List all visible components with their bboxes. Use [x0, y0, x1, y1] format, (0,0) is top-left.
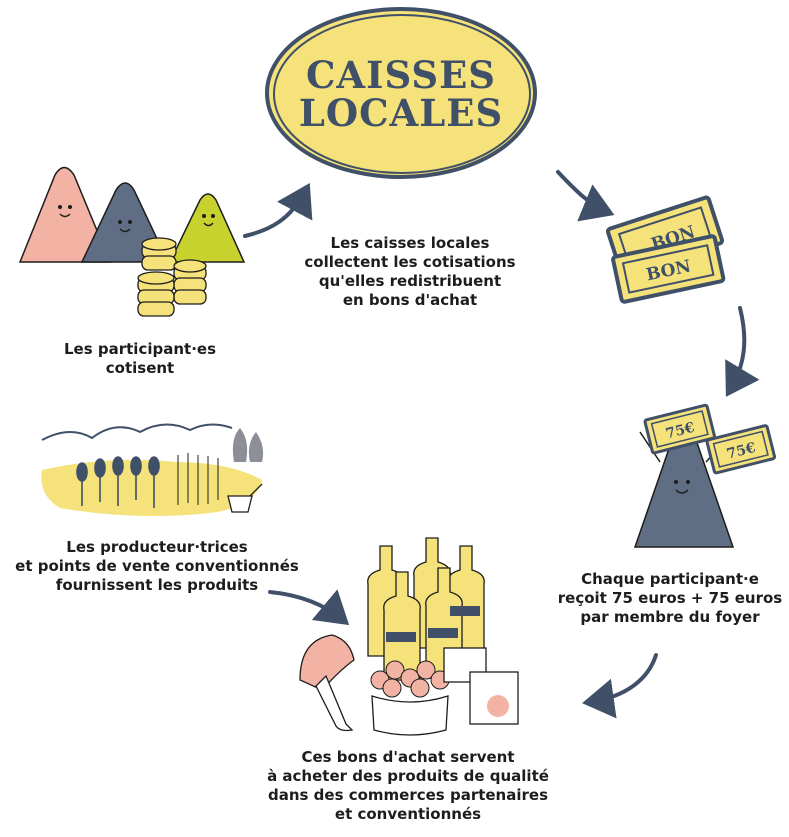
- caption-producteurs-line-1: Les producteur·trices: [66, 538, 248, 556]
- arrow-participant-to-produits: [582, 653, 658, 719]
- caption-achat-line-3: dans des commerces partenaires: [267, 786, 549, 804]
- title-line-1: CAISSES: [305, 53, 496, 97]
- vouchers-illustration: BON BON: [605, 195, 726, 304]
- products-illustration: [299, 537, 519, 736]
- character-lime: [168, 193, 246, 263]
- caption-participants-line-1: Les participant·es: [64, 340, 216, 358]
- caption-caisses: Les caisses locales collectent les cotis…: [292, 234, 528, 310]
- mushroom-cluster: [370, 660, 450, 698]
- producers-illustration: [41, 423, 264, 516]
- arrow-bons-to-participant: [725, 306, 760, 397]
- title-ellipse: [265, 7, 537, 179]
- caption-recoit-line-2: reçoit 75 euros + 75 euros: [557, 589, 783, 607]
- caption-participants-line-2: cotisent: [105, 359, 175, 377]
- caption-caisses-line-3: qu'elles redistribuent: [318, 272, 502, 290]
- mushroom-stem: [315, 674, 354, 732]
- participants-illustration: [18, 166, 246, 317]
- participant-receiving-illustration: 75€ 75€: [633, 403, 777, 548]
- voucher-amount-2: 75€: [725, 440, 757, 463]
- caption-caisses-line-2: collectent les cotisations: [304, 253, 516, 271]
- arrow-producteurs-to-produits: [268, 589, 350, 626]
- voucher-amount-1: 75€: [664, 420, 696, 443]
- title-badge: CAISSES LOCALES: [262, 4, 540, 182]
- caption-achat-line-4: et conventionnés: [334, 805, 482, 823]
- caption-producteurs: Les producteur·trices et points de vente…: [12, 538, 302, 595]
- caption-recoit-line-1: Chaque participant·e: [581, 570, 759, 588]
- caption-caisses-line-4: en bons d'achat: [342, 291, 478, 309]
- bottle-4: [383, 571, 421, 681]
- mushroom-cap: [299, 634, 355, 691]
- caption-producteurs-line-2: et points de vente conventionnés: [15, 557, 299, 575]
- caption-recoit: Chaque participant·e reçoit 75 euros + 7…: [556, 570, 784, 627]
- page-title: CAISSES LOCALES: [262, 56, 540, 132]
- title-line-2: LOCALES: [298, 91, 504, 135]
- caption-participants: Les participant·es cotisent: [20, 340, 260, 378]
- caption-recoit-line-3: par membre du foyer: [580, 608, 760, 626]
- coins-stack: [137, 237, 207, 317]
- caption-producteurs-line-3: fournissent les produits: [55, 576, 259, 594]
- caption-caisses-line-1: Les caisses locales: [330, 234, 490, 252]
- caption-achat: Ces bons d'achat servent à acheter des p…: [258, 748, 558, 824]
- arrow-participants-to-caisses: [243, 182, 313, 238]
- caption-achat-line-1: Ces bons d'achat servent: [301, 748, 515, 766]
- basket: [227, 495, 253, 513]
- arrow-caisses-to-bons: [556, 170, 615, 222]
- caption-achat-line-2: à acheter des produits de qualité: [267, 767, 549, 785]
- character-pink: [18, 166, 112, 263]
